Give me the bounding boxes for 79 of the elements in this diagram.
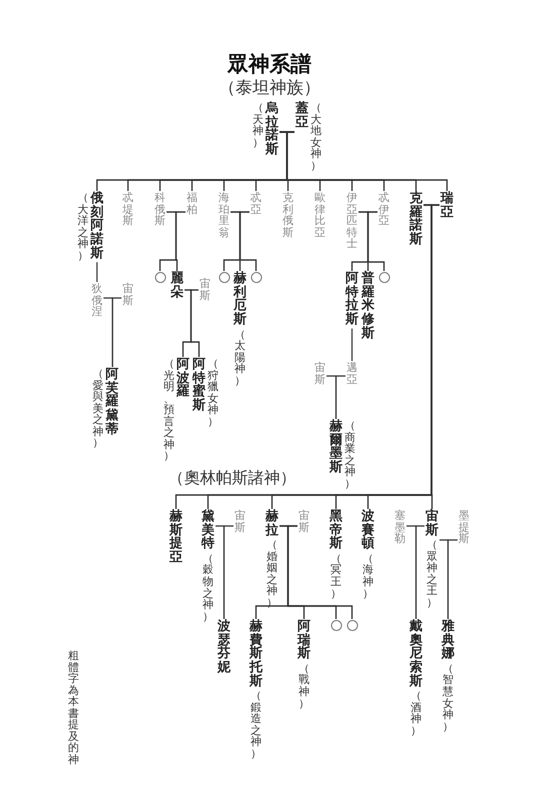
name-text: 赫爾墨斯 [330, 420, 342, 475]
name-text: 赫拉 [266, 510, 278, 538]
empty-circle [218, 272, 230, 283]
name-text: 克利俄斯 [282, 192, 294, 238]
epithet-text: （海神） [362, 552, 374, 600]
epithet-text: （冥王） [330, 552, 342, 600]
name-text: 阿特拉斯 [346, 272, 358, 327]
family-line [430, 204, 440, 509]
name-text: 忒亞 [250, 192, 262, 216]
name-text: 宙斯 [234, 510, 246, 534]
family-line [335, 375, 346, 419]
family-line [239, 211, 257, 271]
name-text: 麗朵 [170, 272, 184, 300]
name-text: 阿芙羅黛蒂 [106, 368, 118, 436]
empty-circle [330, 620, 342, 631]
note-text: 粗體字為本書提及的神 [68, 650, 79, 766]
epithet-text: （眾神之王） [426, 539, 438, 609]
empty-circle [250, 272, 262, 283]
name-text: 阿特蜜斯 [192, 358, 206, 413]
name-text: 波瑟芬妮 [218, 620, 230, 675]
title: 眾神系譜 [226, 51, 312, 78]
name-text: 宙斯 [122, 283, 134, 306]
name-text: 海珀里翁 [218, 192, 230, 238]
family-line [96, 262, 98, 282]
name-text: 俄刻阿諾斯 [90, 192, 104, 260]
name-text: 黑帝斯 [330, 510, 342, 551]
empty-circle [378, 272, 390, 283]
name-text: 赫利厄斯 [234, 272, 246, 327]
family-line [223, 525, 234, 619]
name-text: 忒堤斯 [122, 192, 134, 227]
epithet-text: （智慧女神） [442, 662, 454, 732]
name-text: 宙斯 [200, 278, 210, 302]
epithet-text: （大地女神） [310, 102, 322, 172]
name-text: 雅典娜 [442, 620, 454, 661]
epithet-text: （太陽神） [234, 328, 246, 386]
name-text: 塞墨勒 [394, 510, 406, 545]
name-text: 阿瑞斯 [298, 620, 310, 661]
name-text: 烏拉諾斯 [266, 102, 278, 157]
family-line [367, 211, 385, 271]
family-line [112, 297, 122, 367]
name-text: 伊亞匹特士 [346, 192, 358, 250]
family-line [415, 525, 424, 619]
name-text: 赫費斯托斯 [250, 620, 262, 688]
name-text: 蓋亞 [296, 102, 308, 130]
name-text: 克羅諾斯 [410, 192, 422, 247]
empty-circle [154, 272, 166, 283]
epithet-text: （穀物之神） [202, 552, 214, 622]
name-text: 忒伊亞 [378, 192, 390, 227]
name-text: 邁亞 [346, 362, 358, 386]
name-text: 瑞亞 [440, 192, 454, 220]
name-text: 赫斯提亞 [170, 510, 182, 565]
family-line [175, 211, 186, 271]
name-text: 宙斯 [426, 510, 438, 538]
family-line [447, 539, 458, 619]
name-text: 狄俄涅 [92, 283, 102, 318]
epithet-text: （光明、預言之神） [164, 358, 174, 462]
name-text: 墨提斯 [458, 510, 470, 545]
name-text: 歐律比亞 [314, 192, 326, 238]
name-text: 黛美特 [202, 510, 214, 551]
name-text: 波賽頓 [362, 510, 374, 551]
name-text: 科俄斯 [154, 192, 166, 227]
name-text: 福柏 [186, 192, 198, 216]
family-line [351, 328, 353, 361]
subtitle: （泰坦神族） [218, 77, 322, 99]
name-text: 戴奧尼索斯 [410, 620, 422, 688]
epithet-text: （鍛造之神） [250, 690, 262, 760]
name-text: 宙斯 [298, 510, 310, 534]
group-heading: （奧林帕斯諸神） [168, 468, 296, 489]
epithet-text: （狩獵女神） [208, 358, 218, 428]
empty-circle [346, 620, 358, 631]
epithet-text: （大洋之神） [78, 192, 88, 262]
epithet-text: （愛與美之神） [92, 368, 104, 449]
name-text: 阿波羅 [176, 358, 190, 399]
epithet-text: （商業之神） [344, 420, 356, 490]
name-text: 宙斯 [314, 362, 326, 386]
epithet-text: （戰神） [298, 662, 310, 710]
epithet-text: （天神） [252, 102, 264, 148]
name-text: 普羅米修斯 [362, 272, 374, 340]
epithet-text: （酒神） [410, 690, 422, 736]
